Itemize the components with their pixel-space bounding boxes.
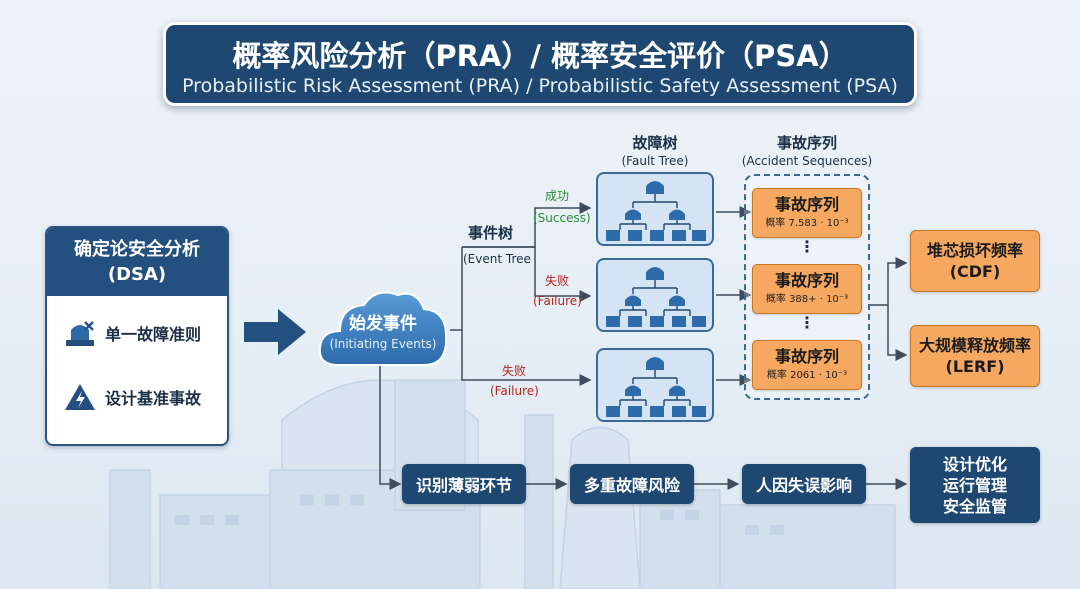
dsa-title: 确定论安全分析 <box>74 239 200 260</box>
accident-sequence-card-1: 事故序列 概率 7.583 · 10⁻³ <box>752 188 862 238</box>
branch-failure-1-en: (Failure) <box>533 294 582 308</box>
event-tree-sub: (Event Tree <box>463 252 531 266</box>
branch-failure-2-cn: 失败 <box>502 364 527 378</box>
siren-icon <box>66 321 94 346</box>
flow-step-human-error: 人因失误影响 <box>742 464 866 504</box>
fault-tree-box-3 <box>596 348 714 422</box>
initiating-events-sub: (Initiating Events) <box>329 337 437 351</box>
dsa-panel: 确定论安全分析 (DSA) 单一故障准则 设计基准事故 <box>45 226 229 446</box>
branch-success-cn: 成功 <box>545 189 570 203</box>
cloud-icon <box>318 291 448 366</box>
big-right-arrow-icon <box>244 309 306 355</box>
hazard-icon <box>65 384 95 410</box>
event-tree-label: 事件树 <box>468 224 514 242</box>
outcome-box: 设计优化 运行管理 安全监管 <box>910 447 1040 523</box>
ellipsis-dots: ⋮ <box>799 313 815 332</box>
branch-failure-1-cn: 失败 <box>545 274 570 288</box>
fault-tree-icon <box>606 267 706 327</box>
fault-tree-icon <box>606 357 706 417</box>
fault-tree-icon <box>606 181 706 241</box>
result-lerf: 大规模释放频率 (LERF) <box>910 325 1040 387</box>
flow-step-multiple-failures: 多重故障风险 <box>570 464 694 504</box>
fault-tree-box-2 <box>596 258 714 332</box>
accident-sequence-card-3: 事故序列 概率 2061 · 10⁻³ <box>752 340 862 390</box>
fault-tree-header: 故障树 (Fault Tree) <box>621 134 689 168</box>
branch-success-en: (Success) <box>533 211 591 225</box>
dsa-header: 确定论安全分析 (DSA) <box>47 228 227 296</box>
initiating-events-label: 始发事件 <box>349 314 417 334</box>
title-banner: 概率风险分析（PRA）/ 概率安全评价（PSA） Probabilistic R… <box>163 22 917 106</box>
initiating-events-cloud: 始发事件 (Initiating Events) <box>316 285 450 369</box>
accident-sequences-header: 事故序列 (Accident Sequences) <box>741 134 873 168</box>
page-title: 概率风险分析（PRA）/ 概率安全评价（PSA） <box>232 39 848 73</box>
page-subtitle: Probabilistic Risk Assessment (PRA) / Pr… <box>182 75 898 97</box>
branch-failure-2-en: (Failure) <box>490 384 539 398</box>
fault-tree-box-1 <box>596 172 714 246</box>
dsa-title-abbr: (DSA) <box>107 264 167 285</box>
result-cdf: 堆芯损坏频率 (CDF) <box>910 230 1040 292</box>
flow-step-weak-links: 识别薄弱环节 <box>402 464 526 504</box>
ellipsis-dots: ⋮ <box>799 237 815 256</box>
dsa-item-single-failure: 单一故障准则 <box>63 316 227 350</box>
accident-sequence-card-2: 事故序列 概率 388+ · 10⁻³ <box>752 264 862 314</box>
dsa-item-design-basis: 设计基准事故 <box>63 380 227 414</box>
dsa-item-label: 单一故障准则 <box>105 325 202 344</box>
dsa-item-label: 设计基准事故 <box>105 389 202 408</box>
